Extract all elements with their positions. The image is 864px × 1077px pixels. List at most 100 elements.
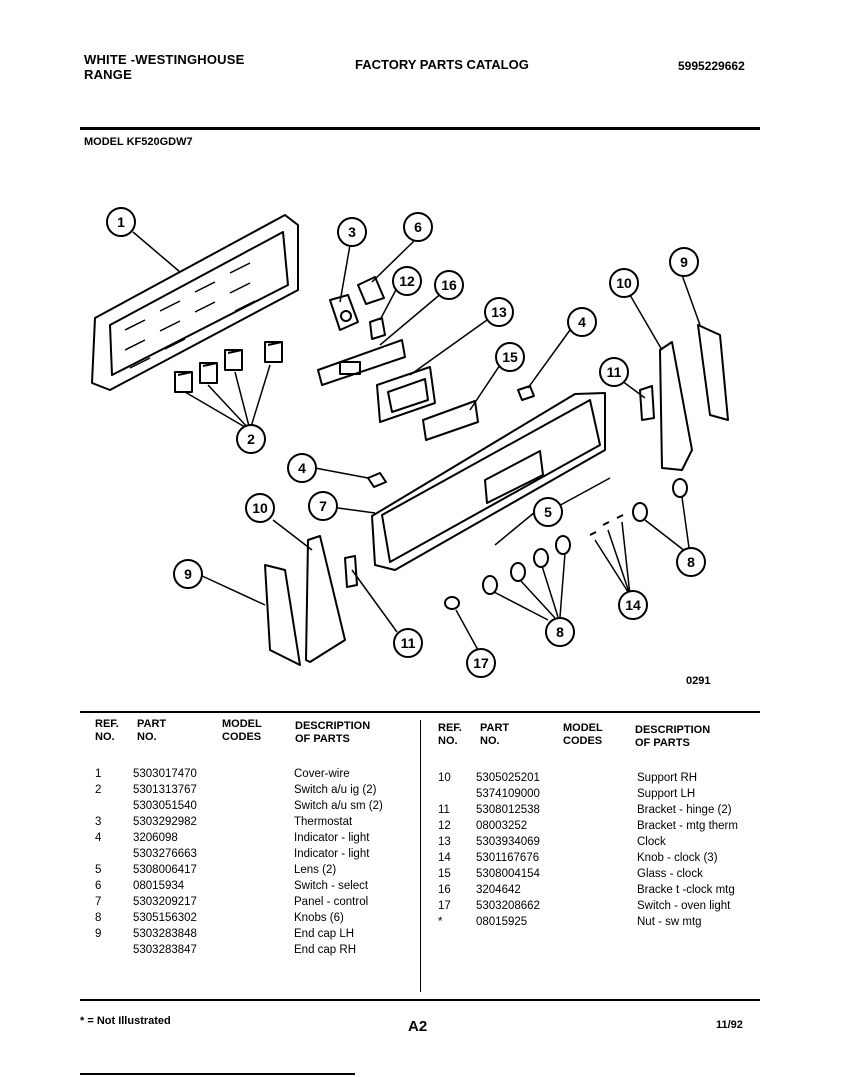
description-cell: Panel - control <box>294 896 369 908</box>
thermostat-part <box>329 294 359 331</box>
callout-4: 4 <box>567 307 597 337</box>
ref-no-cell: 12 <box>438 820 451 832</box>
description-cell: Glass - clock <box>637 868 703 880</box>
callout-6: 6 <box>403 212 433 242</box>
callout-9: 9 <box>669 247 699 277</box>
callout-8: 8 <box>545 617 575 647</box>
ref-no-cell: 8 <box>95 912 102 924</box>
description-cell: Bracket - mtg therm <box>637 820 738 832</box>
callout-3: 3 <box>337 217 367 247</box>
ref-no-cell: 4 <box>95 832 102 844</box>
header-desc-right-line2: OF PARTS <box>635 737 690 749</box>
callout-11: 11 <box>393 628 423 658</box>
callout-number: 4 <box>298 460 306 476</box>
column-divider <box>420 720 421 992</box>
description-cell: Switch - select <box>294 880 369 892</box>
callout-10: 10 <box>245 493 275 523</box>
description-cell: Indicator - light <box>294 848 370 860</box>
callout-5: 5 <box>533 497 563 527</box>
header-desc-right: DESCRIPTION OF PARTS <box>635 724 710 750</box>
description-cell: Switch - oven light <box>637 900 731 912</box>
support-rh-part <box>659 341 693 471</box>
part-no-cell: 5303017470 <box>133 768 197 780</box>
callout-16: 16 <box>434 270 464 300</box>
header-ref-line1: REF. <box>95 718 119 730</box>
header-model-line1: MODEL <box>222 718 262 730</box>
ref-no-cell: 1 <box>95 768 102 780</box>
ref-no-cell: 9 <box>95 928 102 940</box>
table-row: 12 08003252 Bracket - mtg therm <box>438 818 758 834</box>
description-cell: End cap LH <box>294 928 355 940</box>
document-number: 5995229662 <box>678 59 745 73</box>
callout-17: 17 <box>466 648 496 678</box>
part-no-cell: 08015925 <box>476 916 528 928</box>
callout-number: 15 <box>502 349 518 365</box>
description-cell: Bracke t -clock mtg <box>637 884 735 896</box>
callout-number: 9 <box>184 566 192 582</box>
part-no-cell: 5303209217 <box>133 896 197 908</box>
ref-no-cell: 11 <box>438 804 450 816</box>
header-desc-right-line1: DESCRIPTION <box>635 724 711 736</box>
description-cell: Thermostat <box>294 816 353 828</box>
ref-no-cell: 15 <box>438 868 451 880</box>
header-model-right-line1: MODEL <box>563 722 603 734</box>
callout-number: 13 <box>491 304 507 320</box>
switch-parts <box>174 341 283 393</box>
description-cell: Switch a/u ig (2) <box>294 784 377 796</box>
header-ref-right-line2: NO. <box>438 735 458 747</box>
header-part-line2: NO. <box>137 731 157 743</box>
ref-no-cell: 10 <box>438 772 451 784</box>
part-no-cell: 5308004154 <box>476 868 540 880</box>
part-no-cell: 08003252 <box>476 820 528 832</box>
brand-line-2: RANGE <box>84 67 132 82</box>
brand-line-1: WHITE -WESTINGHOUSE <box>84 52 245 67</box>
table-row: 16 3204642 Bracke t -clock mtg <box>438 882 758 898</box>
callout-number: 16 <box>441 277 457 293</box>
callout-number: 4 <box>578 314 586 330</box>
header-part-right-line1: PART <box>480 722 510 734</box>
callout-7: 7 <box>308 491 338 521</box>
part-no-cell: 5303934069 <box>476 836 540 848</box>
table-bottom-rule <box>80 999 760 1001</box>
callout-1: 1 <box>106 207 136 237</box>
control-panel-part <box>371 392 606 571</box>
brand-name: WHITE -WESTINGHOUSE RANGE <box>84 52 245 82</box>
header-part-right: PART NO. <box>480 722 509 748</box>
part-no-cell: 5301167676 <box>476 852 540 864</box>
ref-no-cell: 3 <box>95 816 102 828</box>
ref-no-cell: 16 <box>438 884 451 896</box>
part-no-cell: 3204642 <box>476 884 521 896</box>
header-desc-line2: OF PARTS <box>295 733 350 745</box>
cover-wire-part <box>91 214 299 391</box>
header-desc: DESCRIPTION OF PARTS <box>295 720 370 746</box>
table-row: 15 5308004154 Glass - clock <box>438 866 758 882</box>
footer-rule <box>80 1073 355 1075</box>
callout-13: 13 <box>484 297 514 327</box>
part-no-cell: 5308006417 <box>133 864 197 876</box>
part-no-cell: 5303208662 <box>476 900 540 912</box>
header-desc-line1: DESCRIPTION <box>295 720 371 732</box>
part-no-cell: 5303051540 <box>133 800 197 812</box>
description-cell: End cap RH <box>294 944 357 956</box>
callout-number: 10 <box>252 500 268 516</box>
description-cell: Support LH <box>637 788 696 800</box>
callout-number: 5 <box>544 504 552 520</box>
ref-no-cell: * <box>438 916 443 928</box>
header-ref-line2: NO. <box>95 731 115 743</box>
callout-number: 6 <box>414 219 422 235</box>
